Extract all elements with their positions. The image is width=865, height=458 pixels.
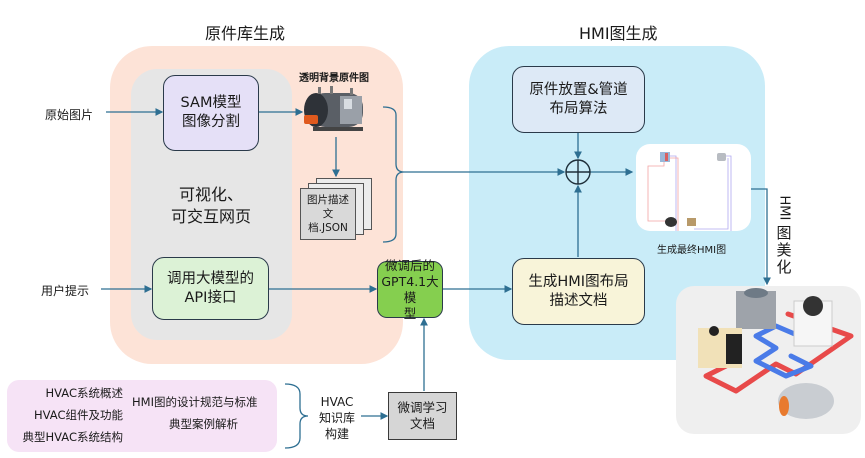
interactive-webpage-label: 可视化、 可交互网页 [161, 184, 261, 228]
hmi-thumb-boiler-icon [665, 217, 677, 227]
section-title-library: 原件库生成 [205, 24, 286, 43]
hmi-layout-doc-box: 生成HMI图布局 描述文档 [512, 258, 645, 325]
kb-label-line-1: HVAC [320, 395, 354, 409]
hmi-thumb-ahu-icon [660, 152, 670, 162]
llm-api-box: 调用大模型的 API接口 [152, 257, 269, 320]
kb-item-standards: HMI图的设计规范与标准 [132, 395, 258, 409]
input-raw-image-label: 原始图片 [45, 108, 94, 122]
gpt-box-line-1: 微调后的 [384, 257, 435, 273]
render-boiler-tank [778, 383, 834, 419]
finetune-line-1: 微调学习 [397, 400, 448, 415]
kb-item-case-study: 典型案例解析 [169, 417, 238, 431]
kb-item-overview: HVAC系统概述 [45, 386, 123, 400]
hmi-thumb-chiller-icon [687, 218, 696, 226]
hmi-thumb-tower-icon [717, 153, 726, 161]
sam-box-line-2: 图像分割 [182, 114, 240, 130]
hmi-beautify-label: HMI 图 美 化 [775, 195, 793, 276]
brace-knowledge [284, 383, 309, 449]
sam-segmentation-box: SAM模型 图像分割 [163, 75, 259, 151]
hvac-kb-build-label: HVAC 知识库 构建 [317, 394, 357, 442]
beautify-char-1: 图 [776, 224, 792, 242]
finetune-line-2: 文档 [409, 416, 435, 431]
gpt-box-line-3: 型 [403, 305, 417, 321]
web-label-line-2: 可交互网页 [170, 207, 251, 226]
render-condenser-white [793, 296, 833, 347]
beautified-hmi-render [676, 286, 861, 434]
web-label-line-1: 可视化、 [178, 185, 243, 204]
doc-sheet-front: 图片描述 文 档.JSON [300, 188, 356, 240]
gpt-box-line-2: GPT4.1大模 [381, 273, 439, 305]
render-compressor-unit [698, 326, 742, 368]
final-hmi-label: 生成最终HMI图 [657, 245, 727, 256]
beautify-char-3: 化 [776, 258, 792, 276]
layout-box-line-1: 原件放置&管道 [529, 81, 628, 98]
beautify-char-2: 美 [776, 241, 792, 259]
beautify-latin: HMI [776, 195, 792, 221]
finetuned-gpt-box: 微调后的 GPT4.1大模 型 [377, 257, 443, 321]
hmi-thumb-pipes [647, 155, 732, 231]
kb-label-line-3: 构建 [324, 427, 349, 441]
final-hmi-thumbnail [636, 144, 751, 231]
image-description-json-docs: 图片描述 文 档.JSON [300, 178, 376, 240]
kb-item-components: HVAC组件及功能 [34, 408, 123, 422]
kb-label-line-2: 知识库 [318, 411, 355, 425]
api-box-line-2: API接口 [184, 289, 237, 306]
section-title-hmi: HMI图生成 [579, 24, 658, 43]
finetune-learning-doc-box: 微调学习 文档 [388, 392, 457, 440]
doc-line-1: 图片描述 [307, 194, 349, 206]
hvac-knowledge-panel: HVAC系统概述 HVAC组件及功能 典型HVAC系统结构 HMI图的设计规范与… [7, 380, 277, 452]
sam-box-line-1: SAM模型 [180, 95, 242, 111]
placement-layout-algorithm-box: 原件放置&管道 布局算法 [512, 66, 645, 133]
kb-item-structure: 典型HVAC系统结构 [22, 430, 123, 444]
render-condenser-gray [736, 288, 776, 329]
transparent-component-label: 透明背景原件图 [299, 73, 369, 84]
doc-line-3: 档.JSON [308, 222, 348, 234]
doc-box-line-1: 生成HMI图布局 [528, 273, 629, 290]
doc-line-2: 文 [322, 208, 334, 220]
layout-box-line-2: 布局算法 [549, 100, 608, 117]
api-box-line-1: 调用大模型的 [167, 270, 254, 287]
doc-box-line-2: 描述文档 [549, 292, 608, 309]
input-user-prompt-label: 用户提示 [41, 284, 90, 298]
